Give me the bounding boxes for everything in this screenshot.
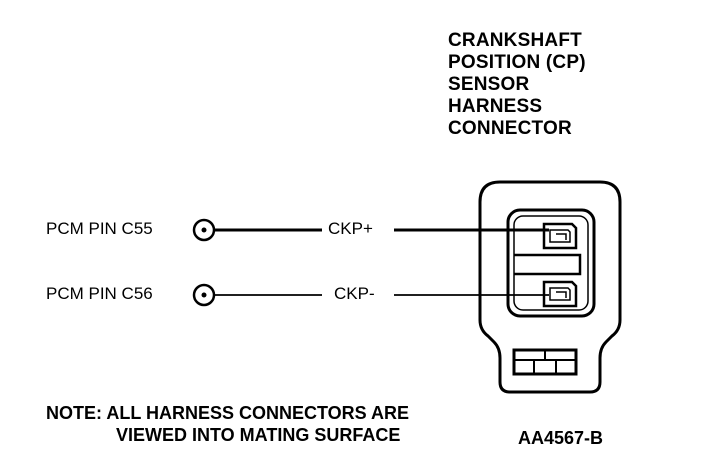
terminal-2-icon: [542, 280, 578, 308]
connector-title: CRANKSHAFT POSITION (CP) SENSOR HARNESS …: [448, 30, 586, 140]
title-line-1: CRANKSHAFT: [448, 30, 582, 51]
title-line-5: CONNECTOR: [448, 118, 572, 139]
pcm-pin-label-1: PCM PIN C55: [46, 219, 153, 238]
locking-tab-icon: [512, 348, 578, 376]
pcm-pin-label-2: PCM PIN C56: [46, 284, 153, 303]
title-line-2: POSITION (CP): [448, 52, 586, 73]
title-line-4: HARNESS: [448, 96, 543, 117]
signal-label-ckp-minus: CKP-: [332, 284, 377, 304]
pcm-pin-c56-icon: [192, 283, 216, 307]
note-line-2: VIEWED INTO MATING SURFACE: [116, 425, 401, 445]
note-line-1: NOTE: ALL HARNESS CONNECTORS ARE: [46, 403, 410, 423]
title-line-3: SENSOR: [448, 74, 530, 95]
figure-id: AA4567-B: [518, 428, 604, 448]
connector-cavity: [506, 208, 596, 318]
connector-housing: [478, 180, 622, 394]
connector-cavity-inner: [513, 215, 589, 311]
cavity-divider: [514, 253, 582, 276]
signal-label-ckp-plus: CKP+: [326, 219, 375, 239]
note-text: NOTE: ALL HARNESS CONNECTORS ARE VIEWED …: [46, 402, 409, 446]
pcm-pin-c55-icon: [192, 218, 216, 242]
terminal-1-icon: [542, 222, 578, 250]
